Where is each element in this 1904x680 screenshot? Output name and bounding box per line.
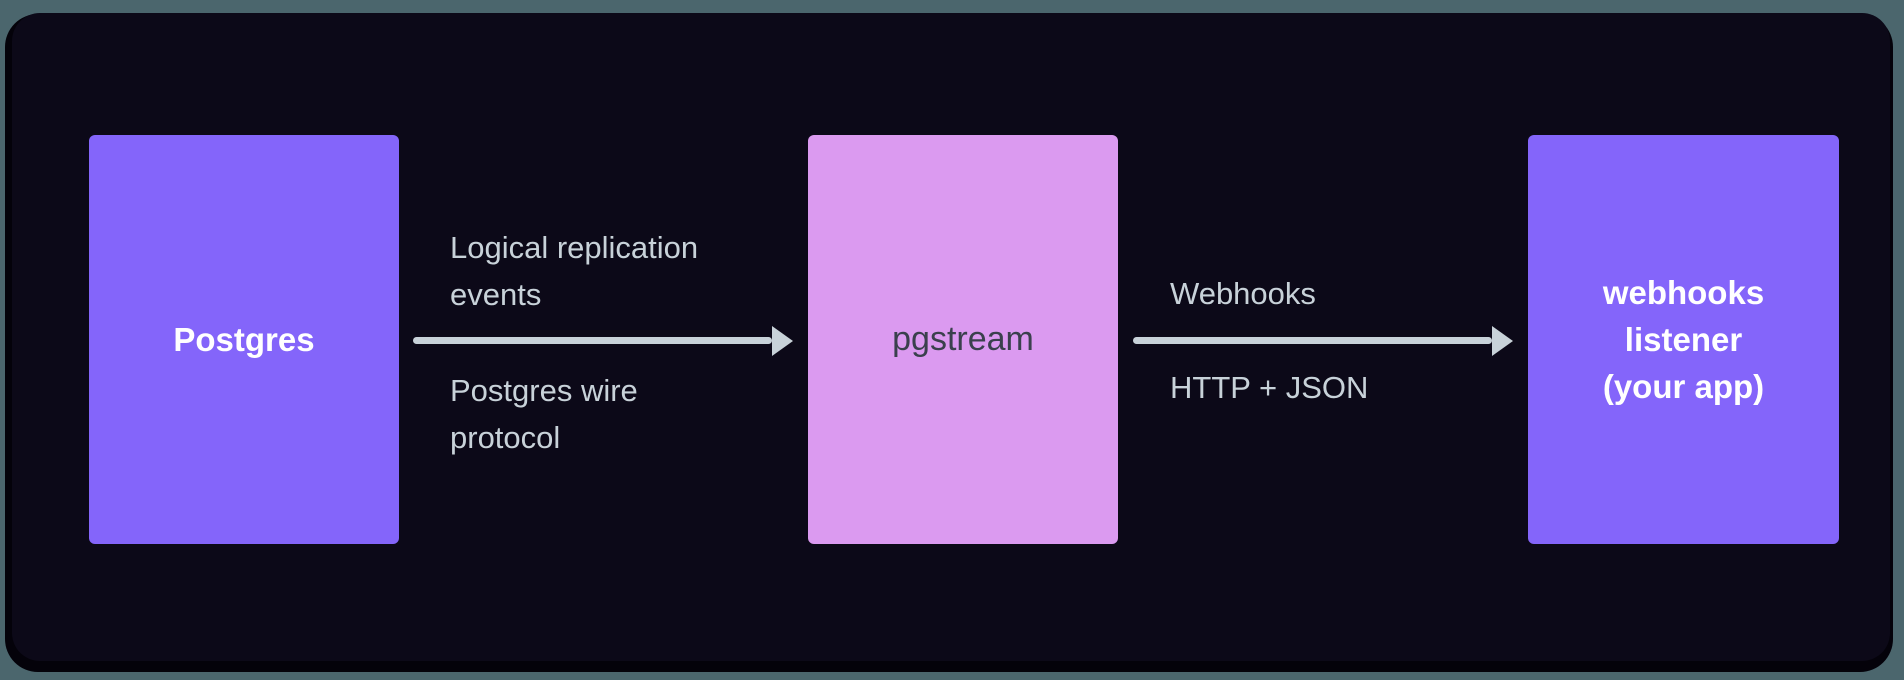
node-postgres: Postgres — [89, 135, 399, 544]
edge-label-postgres-wire-protocol: Postgres wire protocol — [450, 373, 638, 455]
node-pgstream-label: pgstream — [892, 320, 1034, 358]
edge-label-http-json: HTTP + JSON — [1170, 370, 1369, 405]
arrow-line — [413, 337, 772, 344]
node-webhooks-listener: webhooks listener (your app) — [1528, 135, 1839, 544]
node-postgres-label: Postgres — [173, 321, 315, 358]
arrow-head-icon — [772, 325, 793, 356]
edge-label-webhooks: Webhooks — [1170, 276, 1316, 311]
edge-label-logical-replication-events: Logical replication events — [450, 230, 699, 312]
node-webhooks-listener-label: webhooks listener (your app) — [1602, 274, 1765, 405]
arrow-head-icon — [1492, 325, 1513, 356]
arrow-line — [1133, 337, 1492, 344]
node-pgstream: pgstream — [808, 135, 1118, 544]
